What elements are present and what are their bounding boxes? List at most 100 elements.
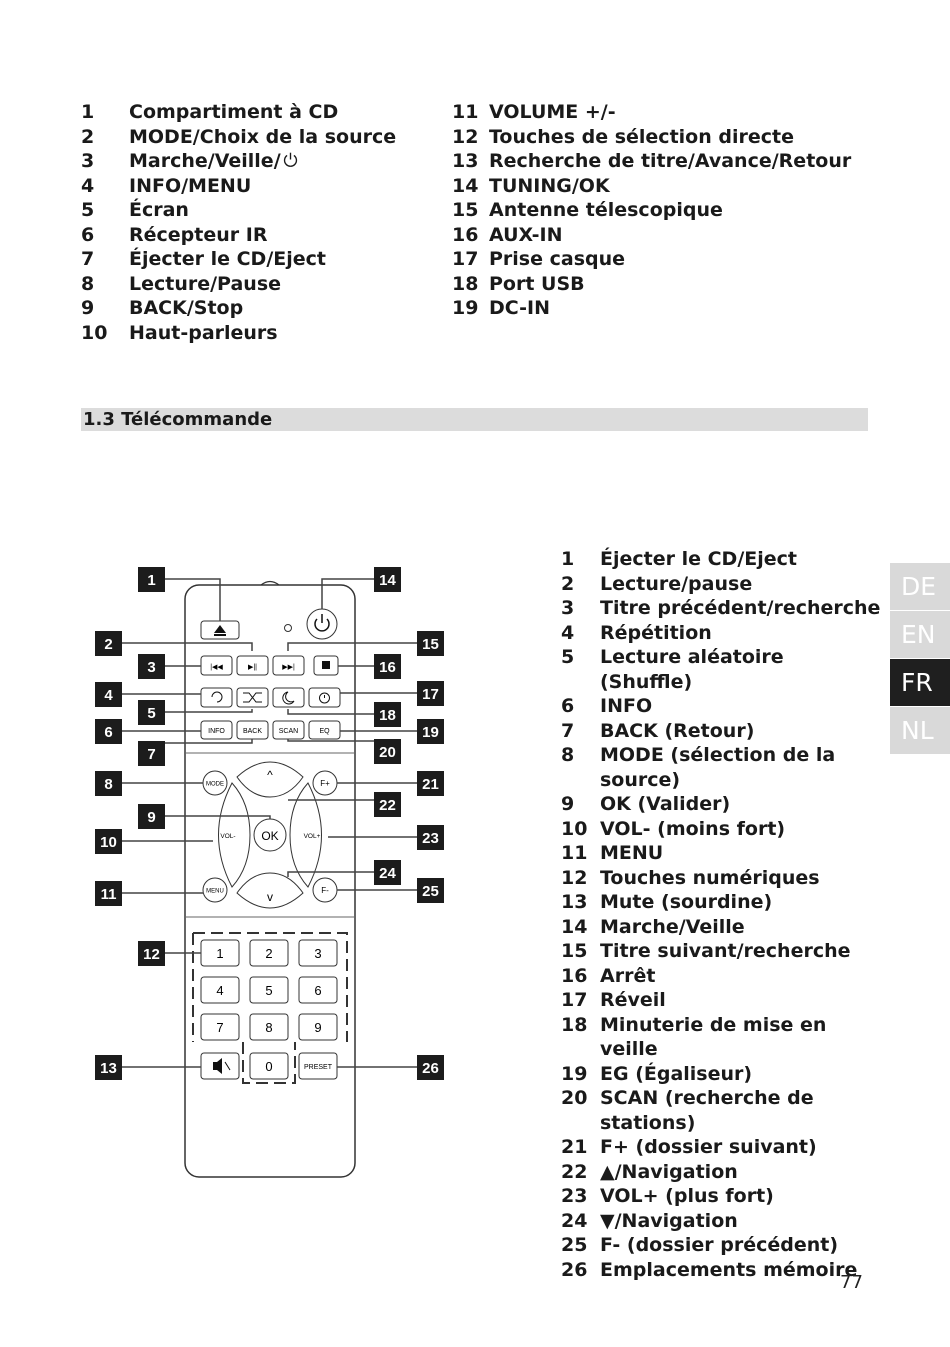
tab-lang-nl[interactable]: NL (890, 707, 950, 754)
digit-key-2[interactable]: 2 (249, 939, 289, 967)
item-number: 14 (452, 174, 479, 197)
mode-button[interactable]: MODE (202, 770, 228, 796)
nav-up-button[interactable] (236, 761, 304, 798)
item-label: SCAN (recherche de stations) (600, 1087, 814, 1134)
digit-key-9[interactable]: 9 (298, 1013, 338, 1041)
item-number: 3 (81, 150, 95, 172)
item-number: 19 (452, 297, 479, 319)
item-number: 1 (81, 101, 95, 123)
sleep-button[interactable] (272, 687, 305, 708)
callout-box (138, 654, 165, 679)
callout-number: 12 (143, 946, 160, 963)
page-number: 77 (840, 1272, 863, 1293)
item-number: 6 (561, 695, 575, 717)
repeat-button[interactable] (200, 687, 233, 708)
digit-key-8[interactable]: 8 (249, 1013, 289, 1041)
digit-key-4[interactable]: 4 (200, 976, 240, 1004)
alarm-button[interactable] (308, 687, 341, 708)
preset-button[interactable]: PRESET (298, 1052, 338, 1080)
item-number: 10 (561, 817, 588, 840)
prev-icon: |◀◀ (210, 664, 223, 671)
f-plus-button[interactable]: F+ (312, 770, 338, 796)
item-label: MODE (sélection de la source) (600, 744, 836, 791)
number-keys-bracket (192, 932, 348, 1042)
digit-key-3[interactable]: 3 (298, 939, 338, 967)
remote-control-figure: |◀◀ ▶|| ▶▶| INFO BACK SCAN EQ MODE F+ ^ … (95, 567, 444, 1178)
vol-plus-button[interactable] (289, 782, 322, 888)
item-label: DC-IN (489, 297, 551, 319)
item-number: 22 (561, 1160, 588, 1183)
callout-number: 13 (100, 1060, 117, 1077)
item-number: 13 (561, 891, 588, 913)
prev-button[interactable]: |◀◀ (200, 655, 233, 676)
back-button[interactable]: BACK (236, 720, 269, 740)
digit-key-1[interactable]: 1 (200, 939, 240, 967)
item-number: 21 (561, 1136, 588, 1158)
item-label: Écran (129, 199, 189, 221)
item-label: Compartiment à CD (129, 101, 339, 123)
tab-lang-de[interactable]: DE (890, 563, 950, 610)
menu-button[interactable]: MENU (202, 877, 228, 903)
mode-button-label: MODE (206, 782, 224, 788)
callout-box (374, 567, 401, 592)
item-label: MENU (600, 842, 664, 864)
item-number: 12 (452, 125, 479, 148)
play-pause-icon: ▶|| (248, 664, 257, 671)
digit-key-6[interactable]: 6 (298, 976, 338, 1004)
digit-key-7[interactable]: 7 (200, 1013, 240, 1041)
item-label: Minuterie de mise en veille (600, 1013, 827, 1061)
preset-button-label: PRESET (304, 1064, 333, 1071)
nav-down-button[interactable] (236, 872, 304, 909)
callout-number: 21 (422, 776, 439, 793)
callout-box (95, 881, 122, 906)
list-item: 1 Compartiment à CD (81, 100, 396, 125)
callout-number: 17 (422, 686, 439, 703)
scan-button[interactable]: SCAN (272, 720, 305, 740)
info-button[interactable]: INFO (200, 720, 233, 740)
power-button[interactable] (306, 608, 338, 640)
play-pause-button[interactable]: ▶|| (236, 655, 269, 676)
vol-minus-button[interactable] (218, 782, 251, 888)
language-tabs: DE EN FR NL (890, 563, 950, 755)
eq-button[interactable]: EQ (308, 720, 341, 740)
item-label: ▼/Navigation (600, 1209, 738, 1232)
tab-lang-en[interactable]: EN (890, 611, 950, 658)
ir-led (284, 624, 292, 632)
callout-number: 19 (422, 724, 439, 741)
callout-leader-line (287, 642, 417, 651)
tab-lang-fr[interactable]: FR (890, 659, 950, 706)
item-label: Touches de sélection directe (489, 125, 794, 148)
digit-key-5[interactable]: 5 (249, 976, 289, 1004)
digit-key-0[interactable]: 0 (249, 1052, 289, 1080)
stop-button[interactable] (313, 655, 339, 676)
item-number: 11 (452, 101, 479, 123)
callout-number: 3 (147, 659, 155, 676)
f-minus-button[interactable]: F- (312, 877, 338, 903)
shuffle-button[interactable] (236, 687, 269, 708)
chevron-up-icon: ^ (267, 768, 273, 782)
item-number: 19 (561, 1062, 588, 1085)
callout-box (417, 771, 444, 796)
item-label: Emplacements mémoire (600, 1258, 858, 1281)
mute-button[interactable] (200, 1052, 240, 1080)
eject-button[interactable] (200, 620, 240, 640)
next-button[interactable]: ▶▶| (272, 655, 305, 676)
item-number: 11 (561, 842, 588, 864)
item-label: Touches numériques (600, 866, 820, 889)
item-number: 17 (452, 248, 479, 270)
list-item: 22▲/Navigation (561, 1160, 881, 1185)
callout-leader-line (165, 739, 253, 744)
